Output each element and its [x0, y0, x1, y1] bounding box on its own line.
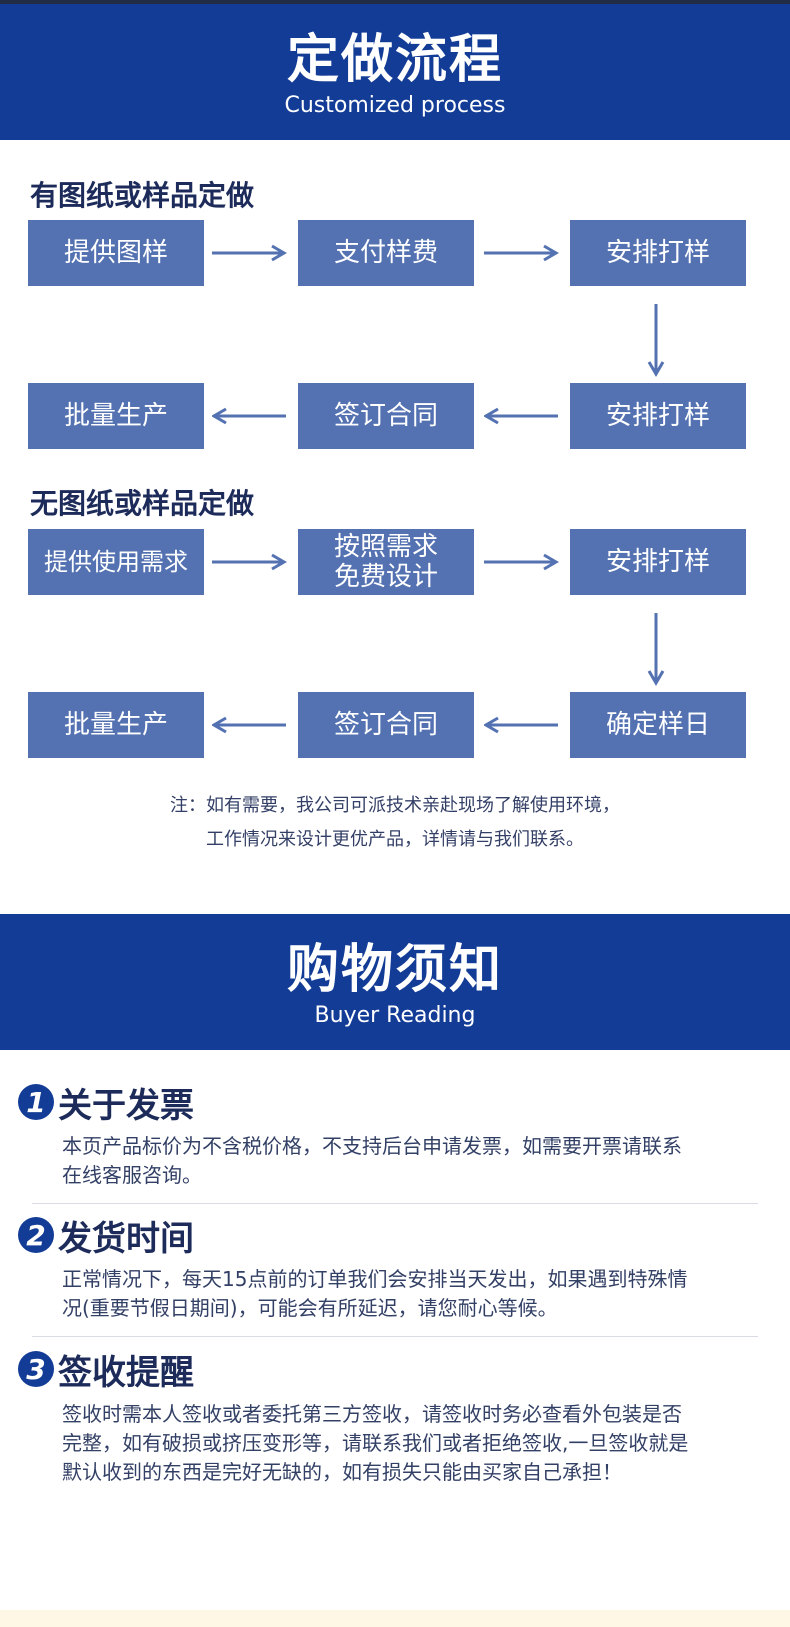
banner-title: 定做流程: [286, 30, 503, 90]
arrow-down-icon: [647, 304, 665, 377]
arrow-right-icon: [212, 553, 287, 571]
top-strip: [0, 0, 790, 4]
step-mass-production-2: 批量生产: [28, 692, 204, 758]
arrow-right-icon: [484, 244, 559, 262]
step-arrange-sampling-3: 安排打样: [570, 529, 746, 595]
step-mass-production: 批量生产: [28, 383, 204, 449]
note-line-1: 注：如有需要，我公司可派技术亲赴现场了解使用环境，: [170, 795, 620, 816]
item-text-line: 默认收到的东西是完好无缺的，如有损失只能由买家自己承担！: [62, 1460, 622, 1484]
item-title-invoice: 关于发票: [58, 1086, 194, 1126]
item-text-line: 完整，如有破损或挤压变形等，请联系我们或者拒绝签收,一旦签收就是: [62, 1431, 689, 1455]
step-free-design: 按照需求 免费设计: [298, 529, 474, 595]
item-title-receipt: 签收提醒: [58, 1353, 194, 1393]
step-provide-drawings: 提供图样: [28, 220, 204, 286]
arrow-left-icon: [212, 716, 286, 734]
footer-strip: [0, 1610, 790, 1627]
item-text-line: 本页产品标价为不含税价格，不支持后台申请发票，如需要开票请联系: [62, 1134, 682, 1158]
step-pay-sample-fee: 支付样费: [298, 220, 474, 286]
buyer-reading-banner: 购物须知 Buyer Reading: [0, 914, 790, 1050]
item-text-line: 在线客服咨询。: [62, 1163, 202, 1187]
note-line-2: 工作情况来设计更优产品，详情请与我们联系。: [206, 829, 584, 850]
banner-subtitle: Customized process: [284, 93, 506, 118]
arrow-right-icon: [484, 553, 559, 571]
step-arrange-sampling-2: 安排打样: [570, 383, 746, 449]
section-without-drawings-title: 无图纸或样品定做: [30, 487, 255, 520]
arrow-left-icon: [212, 407, 286, 425]
arrow-down-icon: [647, 613, 665, 686]
item-title-shipping: 发货时间: [58, 1219, 194, 1259]
banner-subtitle: Buyer Reading: [314, 1003, 476, 1028]
item-number-badge: 2: [18, 1217, 54, 1253]
arrow-left-icon: [484, 716, 558, 734]
item-text-line: 况(重要节假日期间)，可能会有所延迟，请您耐心等候。: [62, 1296, 558, 1320]
divider: [32, 1203, 758, 1204]
item-number-badge: 3: [18, 1351, 54, 1387]
step-sign-contract-2: 签订合同: [298, 692, 474, 758]
item-text-line: 签收时需本人签收或者委托第三方签收，请签收时务必查看外包装是否: [62, 1402, 682, 1426]
step-arrange-sampling: 安排打样: [570, 220, 746, 286]
step-sign-contract: 签订合同: [298, 383, 474, 449]
step-confirm-sample: 确定样日: [570, 692, 746, 758]
custom-process-banner: 定做流程 Customized process: [0, 4, 790, 140]
item-number-badge: 1: [18, 1084, 54, 1120]
arrow-right-icon: [212, 244, 287, 262]
divider: [32, 1336, 758, 1337]
arrow-left-icon: [484, 407, 558, 425]
item-text-line: 正常情况下，每天15点前的订单我们会安排当天发出，如果遇到特殊情: [62, 1267, 688, 1291]
banner-title: 购物须知: [286, 940, 503, 1000]
step-provide-requirements: 提供使用需求: [28, 529, 204, 595]
section-with-drawings-title: 有图纸或样品定做: [30, 179, 255, 212]
